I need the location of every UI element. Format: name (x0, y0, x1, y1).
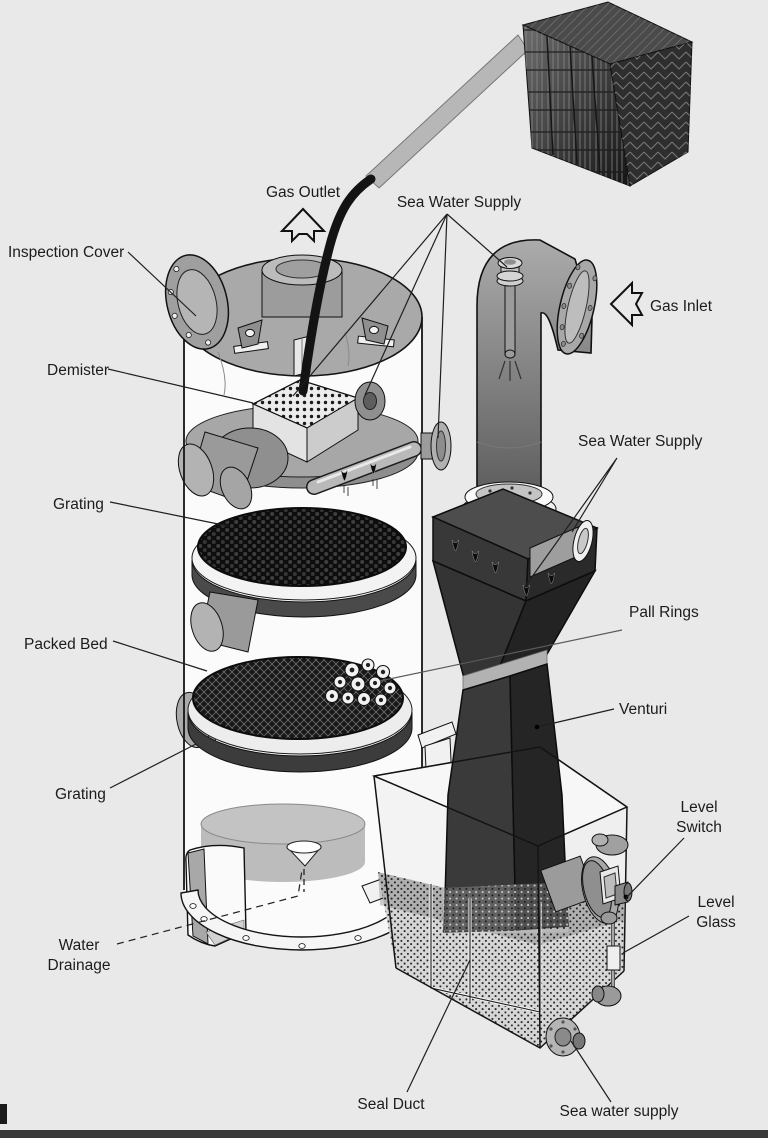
label-seal-duct: Seal Duct (357, 1096, 425, 1113)
label-packed-bed: Packed Bed (24, 636, 108, 653)
tower-side-flange (420, 421, 452, 471)
venturi-pointer-dot (534, 724, 540, 730)
gas-outlet-stub (261, 254, 343, 318)
label-gas-outlet: Gas Outlet (266, 184, 341, 201)
scan-edge-mark (0, 1104, 7, 1124)
scrubber-tower (175, 317, 452, 951)
label-level-glass-1: Level (697, 894, 734, 911)
label-sea-water-supply-top: Sea Water Supply (397, 194, 522, 211)
label-sea-water-supply-bottom: Sea water supply (560, 1103, 679, 1120)
sea-water-supply-flange (545, 1017, 586, 1057)
venturi-body (431, 488, 599, 933)
pall-rings-cluster (324, 658, 397, 707)
demister-box (251, 379, 386, 463)
tank-front-details (373, 746, 633, 1057)
inspection-cover-flange (164, 254, 230, 350)
label-pall-rings: Pall Rings (629, 604, 699, 621)
label-demister: Demister (47, 362, 109, 379)
label-venturi: Venturi (619, 701, 667, 718)
seal-duct-outline (429, 884, 542, 1014)
water-drainage-cone (285, 840, 323, 892)
label-gas-inlet: Gas Inlet (650, 298, 713, 315)
lifting-lugs (233, 317, 395, 354)
label-water-drainage-2: Drainage (48, 957, 111, 974)
label-level-glass-2: Glass (696, 914, 736, 931)
label-level-switch-2: Switch (676, 819, 722, 836)
label-water-drainage-1: Water (59, 937, 100, 954)
label-level-switch-1: Level (680, 799, 717, 816)
label-sea-water-supply-mid: Sea Water Supply (578, 433, 703, 450)
label-grating-upper: Grating (53, 496, 104, 513)
labels: Gas Outlet Sea Water Supply Inspection C… (8, 184, 736, 1120)
level-glass-assembly (591, 911, 622, 1007)
sea-water-nozzle (496, 257, 524, 381)
tower-dome (164, 254, 423, 396)
gas-inlet-arrow-icon (609, 280, 644, 328)
spray-pipe (306, 441, 422, 496)
gas-outlet-arrow-icon (279, 207, 327, 244)
scan-edge-strip (0, 1130, 768, 1138)
gas-inlet-flange (556, 259, 598, 355)
label-grating-lower: Grating (55, 786, 106, 803)
demister-detail-cube (521, 1, 694, 187)
gas-inlet-elbow (461, 239, 598, 526)
label-inspection-cover: Inspection Cover (8, 244, 124, 261)
leader-lines (107, 213, 690, 1103)
level-switch-assembly (540, 833, 633, 924)
